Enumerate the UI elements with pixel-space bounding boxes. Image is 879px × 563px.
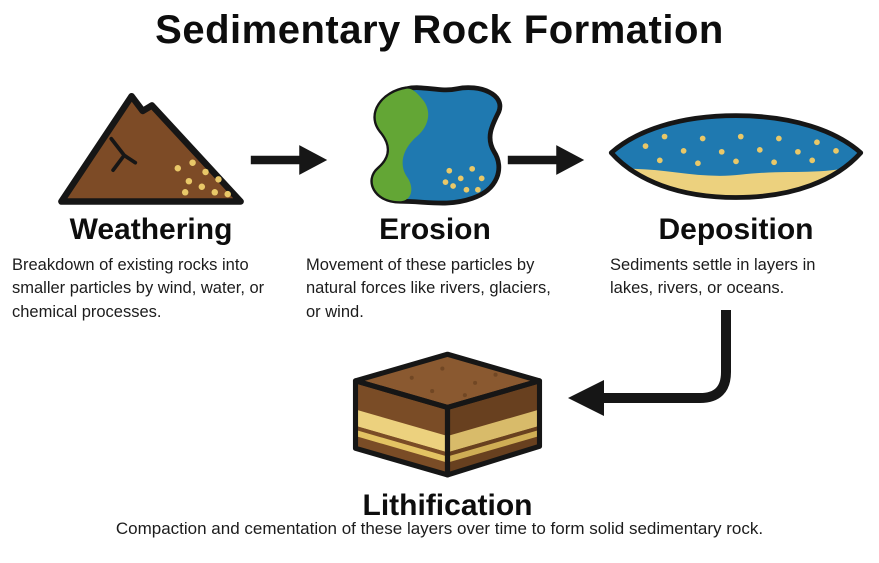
arrow-right-icon bbox=[250, 145, 328, 175]
diagram-title: Sedimentary Rock Formation bbox=[155, 8, 724, 52]
rock-layers-icon bbox=[352, 351, 543, 478]
weathering-particles bbox=[174, 159, 231, 198]
arrow-right-icon bbox=[507, 145, 585, 175]
stage-desc-weathering: Breakdown of existing rocks into smaller… bbox=[12, 256, 265, 321]
mountain-crack bbox=[109, 136, 138, 172]
stage-title-deposition: Deposition bbox=[658, 213, 814, 246]
stage-title-erosion: Erosion bbox=[379, 213, 491, 246]
stage-deposition: Deposition Sediments settle in layers in… bbox=[598, 72, 874, 301]
erosion-art bbox=[300, 72, 570, 208]
deposition-particles bbox=[642, 133, 839, 167]
erosion-particles bbox=[442, 165, 485, 193]
deposition-art bbox=[598, 72, 874, 208]
river-icon bbox=[370, 85, 503, 206]
arrow-down-left-icon bbox=[568, 310, 731, 416]
stage-desc-deposition: Sediments settle in layers in lakes, riv… bbox=[610, 256, 816, 298]
erosion-land bbox=[372, 88, 429, 202]
stage-weathering: Weathering Breakdown of existing rocks i… bbox=[8, 72, 294, 324]
stage-title-lithification: Lithification bbox=[362, 489, 533, 522]
lake-icon bbox=[608, 113, 864, 200]
stage-title-weathering: Weathering bbox=[69, 213, 233, 246]
stage-desc-erosion: Movement of these particles by natural f… bbox=[306, 256, 551, 321]
mountain-icon bbox=[58, 92, 244, 205]
rock-top-speckles bbox=[409, 366, 498, 398]
weathering-art bbox=[8, 72, 294, 208]
stage-lithification: Lithification bbox=[330, 342, 565, 523]
stage-desc-lithification: Compaction and cementation of these laye… bbox=[115, 519, 764, 538]
stage-erosion: Erosion Movement of these particles by n… bbox=[300, 72, 570, 324]
